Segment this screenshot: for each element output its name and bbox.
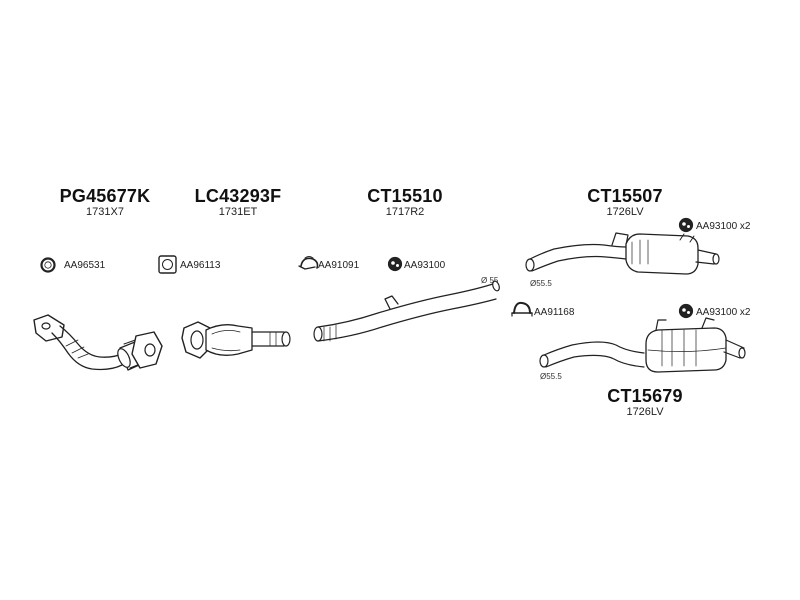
diameter-label-rear-silencer-2: Ø55.5 (540, 372, 562, 381)
accessory-label-rubber-bottom: AA93100 x2 (696, 307, 751, 318)
part-ref-catalyst-1: 1731X7 (86, 206, 124, 218)
part-ref-middle-pipe: 1717R2 (385, 206, 425, 218)
rear-silencer-1-illustration (525, 232, 720, 275)
accessory-label-rubber-top: AA93100 x2 (696, 221, 751, 232)
diameter-label-rear-silencer-1: Ø55.5 (530, 279, 552, 288)
accessory-label-clamp-2: AA91168 (534, 307, 575, 318)
part-code-middle-pipe: CT15510 (367, 186, 443, 206)
part-ref-rear-silencer-1: 1726LV (606, 206, 644, 218)
gasket-icon (158, 255, 177, 274)
part-code-rear-silencer-2: CT15679 (607, 386, 683, 406)
accessory-label-ring: AA96531 (64, 260, 106, 271)
rubber-mount-bottom-icon (678, 303, 694, 319)
catalytic-converter-2-illustration (181, 321, 291, 359)
part-ref-catalyst-2: 1731ET (218, 206, 258, 218)
catalytic-converter-1-illustration (33, 314, 163, 371)
part-code-catalyst-2: LC43293F (194, 186, 282, 206)
rubber-mount-icon (387, 256, 403, 272)
diameter-label-middle-pipe: Ø 55 (481, 276, 499, 285)
ring-icon (40, 257, 56, 273)
part-code-rear-silencer-1: CT15507 (587, 186, 663, 206)
accessory-label-rubber-1: AA93100 (404, 260, 446, 271)
part-code-catalyst-1: PG45677K (59, 186, 151, 206)
clamp-icon (298, 256, 319, 270)
accessory-label-clamp-1: AA91091 (318, 260, 360, 271)
middle-pipe-illustration (313, 280, 500, 342)
rubber-mount-top-icon (678, 217, 694, 233)
part-ref-rear-silencer-2: 1726LV (626, 406, 664, 418)
rear-silencer-2-illustration (539, 317, 746, 373)
clamp-2-icon (511, 301, 533, 317)
accessory-label-gasket: AA96113 (180, 260, 221, 271)
